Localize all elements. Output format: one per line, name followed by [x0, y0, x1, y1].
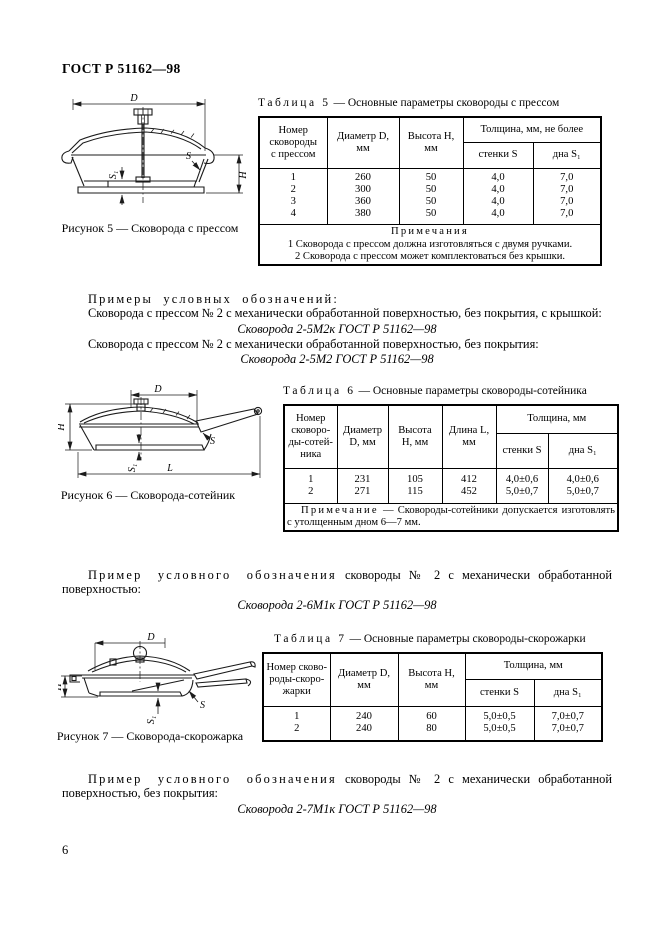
- dim-label-d: D: [129, 93, 138, 104]
- page-number: 6: [62, 843, 69, 857]
- table6-col-length: Длина L, мм: [441, 404, 497, 469]
- figure6-caption: Рисунок 6 — Сковорода-сотейник: [60, 488, 236, 502]
- table7-walls: 5,0±0,5 5,0±0,5: [464, 705, 535, 742]
- table5-bottoms: 7,0 7,0 7,0 7,0: [532, 167, 602, 225]
- dim-label-h: H: [58, 423, 67, 432]
- table7-bottoms: 7,0±0,7 7,0±0,7: [533, 705, 603, 742]
- example3-heading-spaced: Пример условного обозначения: [88, 772, 337, 786]
- dim-label-s1: S₁: [146, 716, 157, 724]
- dim-label-l: L: [166, 463, 173, 474]
- dim-label-s: S: [186, 151, 191, 162]
- table5-col-height: Высота H, мм: [398, 116, 464, 169]
- table6-diameters: 231 271: [336, 467, 389, 504]
- table7-col-number: Номер сково- роды-скоро- жарки: [262, 652, 331, 707]
- table6-col-height: Высота H, мм: [387, 404, 443, 469]
- example3-heading-rest: сковороды № 2 с механически обработанной…: [62, 772, 612, 801]
- table7-numbers: 1 2: [262, 705, 331, 742]
- examples1-designation1: Сковорода 2-5М2к ГОСТ Р 51162—98: [237, 321, 437, 336]
- examples1-designation2: Сковорода 2-5М2 ГОСТ Р 51162—98: [240, 352, 434, 367]
- table6-col-number: Номер сковоро- ды-сотей- ника: [283, 404, 338, 469]
- table7-col-bottom: дна S₁: [533, 678, 603, 707]
- examples1-line1: Сковорода с прессом № 2 с механически об…: [88, 306, 602, 321]
- figure7-drawing: D: [53, 632, 256, 724]
- figure6: D S S₁: [56, 384, 273, 487]
- figure7: D: [53, 630, 258, 735]
- examples-block-1: Примеры условных обозначений: Сковорода …: [62, 292, 612, 368]
- figure7-caption: Рисунок 7 — Сковорода-скорожарка: [56, 729, 244, 743]
- table6-col-wall: стенки S: [495, 432, 549, 469]
- table5-title: Таблица 5 — Основные параметры сковороды…: [258, 97, 602, 109]
- table6-title-text: — Основные параметры сковороды-сотейника: [358, 385, 587, 397]
- table5-title-label: Таблица 5: [258, 97, 331, 109]
- dim-label-h: H: [238, 171, 248, 180]
- table7-title-label: Таблица 7: [274, 633, 347, 645]
- table5-col-bottom: дна S₁: [532, 141, 602, 169]
- table5-title-text: — Основные параметры сковороды с прессом: [333, 97, 560, 109]
- figure6-drawing: D S S₁: [56, 384, 263, 478]
- table6-title-label: Таблица 6: [283, 385, 356, 397]
- table6-col-thickness: Толщина, мм: [495, 404, 619, 434]
- example-block-3: Пример условного обозначения сковороды №…: [62, 772, 612, 817]
- table6-bottoms: 4,0±0,6 5,0±0,7: [547, 467, 619, 504]
- table7-col-thickness: Толщина, мм: [464, 652, 603, 680]
- table6-lengths: 412 452: [441, 467, 497, 504]
- table6-col-diameter: Диаметр D, мм: [336, 404, 389, 469]
- table7-title-text: — Основные параметры сковороды-скорожарк…: [349, 633, 586, 645]
- example3-designation: Сковорода 2-7М1к ГОСТ Р 51162—98: [237, 801, 437, 816]
- table6-block: Таблица 6 — Основные параметры сковороды…: [283, 385, 619, 532]
- table7-col-diameter: Диаметр D, мм: [329, 652, 399, 707]
- examples1-line2: Сковорода с прессом № 2 с механически об…: [88, 337, 539, 352]
- table7: Номер сково- роды-скоро- жарки Диаметр D…: [262, 652, 603, 742]
- table6: Номер сковоро- ды-сотей- ника Диаметр D,…: [283, 404, 619, 532]
- dim-label-d: D: [153, 384, 162, 395]
- table7-col-height: Высота H, мм: [397, 652, 466, 707]
- table6-note-text: — Сковороды-сотейники допускается изгото…: [287, 504, 615, 528]
- examples1-heading: Примеры условных обозначений:: [88, 292, 339, 306]
- figure5-caption: Рисунок 5 — Сковорода с прессом: [61, 221, 239, 235]
- table7-col-wall: стенки S: [464, 678, 535, 707]
- table6-note: Примечание — Сковороды-сотейники допуска…: [283, 502, 619, 531]
- table7-diameters: 240 240: [329, 705, 399, 742]
- table5-walls: 4,0 4,0 4,0 4,0: [462, 167, 534, 225]
- table6-walls: 4,0±0,6 5,0±0,7: [495, 467, 549, 504]
- table7-title: Таблица 7 — Основные параметры сковороды…: [262, 633, 603, 645]
- table5-numbers: 1 2 3 4: [258, 167, 328, 225]
- table6-heights: 105 115: [387, 467, 443, 504]
- table5-block: Таблица 5 — Основные параметры сковороды…: [258, 97, 603, 266]
- table5-col-thickness: Толщина, мм, не более: [462, 116, 602, 143]
- table6-note-label: Примечание: [301, 504, 379, 516]
- table6-title: Таблица 6 — Основные параметры сковороды…: [283, 385, 619, 397]
- dim-label-s1: S₁: [108, 171, 119, 179]
- table5-notes-title: Примечания: [391, 225, 469, 237]
- dim-label-s1: S₁: [127, 464, 138, 472]
- table5-diameters: 260 300 360 380: [326, 167, 400, 225]
- table6-col-bottom: дна S₁: [547, 432, 619, 469]
- table5-col-number: Номер сковороды с прессом: [258, 116, 328, 169]
- dim-label-s: S: [200, 700, 205, 711]
- table5: Номер сковороды с прессом Диаметр D, мм …: [258, 116, 603, 266]
- table5-col-diameter: Диаметр D, мм: [326, 116, 400, 169]
- example2-heading-spaced: Пример условного обозначения: [88, 568, 337, 582]
- table7-heights: 60 80: [397, 705, 466, 742]
- standard-number-header: ГОСТ Р 51162—98: [62, 61, 181, 76]
- dim-label-s: S: [210, 436, 215, 447]
- table7-block: Таблица 7 — Основные параметры сковороды…: [262, 633, 603, 742]
- example2-designation: Сковорода 2-6М1к ГОСТ Р 51162—98: [237, 597, 437, 612]
- table6-numbers: 1 2: [283, 467, 338, 504]
- table5-note-2: 2 Сковорода с прессом может комплектоват…: [294, 250, 566, 262]
- table5-notes: Примечания 1 Сковорода с прессом должна …: [258, 223, 602, 265]
- example2-heading-rest: сковороды № 2 с механически обработанной…: [62, 568, 612, 597]
- table5-note-1: 1 Сковорода с прессом должна изготовлять…: [287, 238, 573, 250]
- table5-col-wall: стенки S: [462, 141, 534, 169]
- table5-heights: 50 50 50 50: [398, 167, 464, 225]
- dim-label-d: D: [146, 632, 155, 643]
- figure5-drawing: D: [61, 93, 249, 205]
- example-block-2: Пример условного обозначения сковороды №…: [62, 568, 612, 613]
- dim-label-h: H: [58, 683, 64, 692]
- figure5: D: [58, 93, 249, 226]
